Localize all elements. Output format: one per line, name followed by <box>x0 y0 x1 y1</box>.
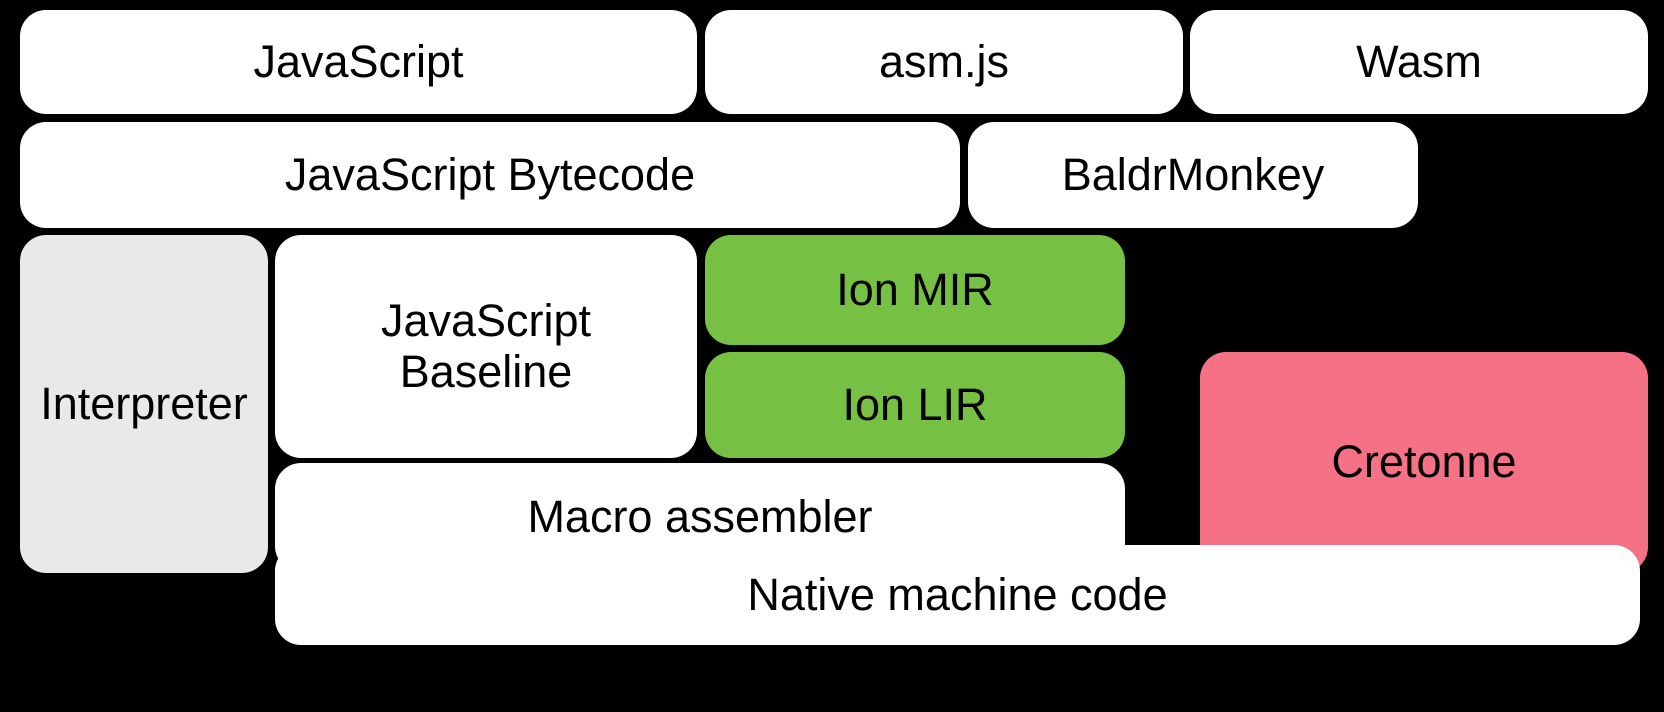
node-baldrmonkey: BaldrMonkey <box>968 122 1418 228</box>
node-ion-lir: Ion LIR <box>705 352 1125 458</box>
node-cretonne: Cretonne <box>1200 352 1648 573</box>
node-native-machine-code: Native machine code <box>275 545 1640 645</box>
node-interpreter: Interpreter <box>20 235 268 573</box>
node-javascript-bytecode: JavaScript Bytecode <box>20 122 960 228</box>
node-asm-js: asm.js <box>705 10 1183 114</box>
node-javascript: JavaScript <box>20 10 697 114</box>
node-javascript-baseline: JavaScript Baseline <box>275 235 697 458</box>
node-ion-mir: Ion MIR <box>705 235 1125 345</box>
node-wasm: Wasm <box>1190 10 1648 114</box>
